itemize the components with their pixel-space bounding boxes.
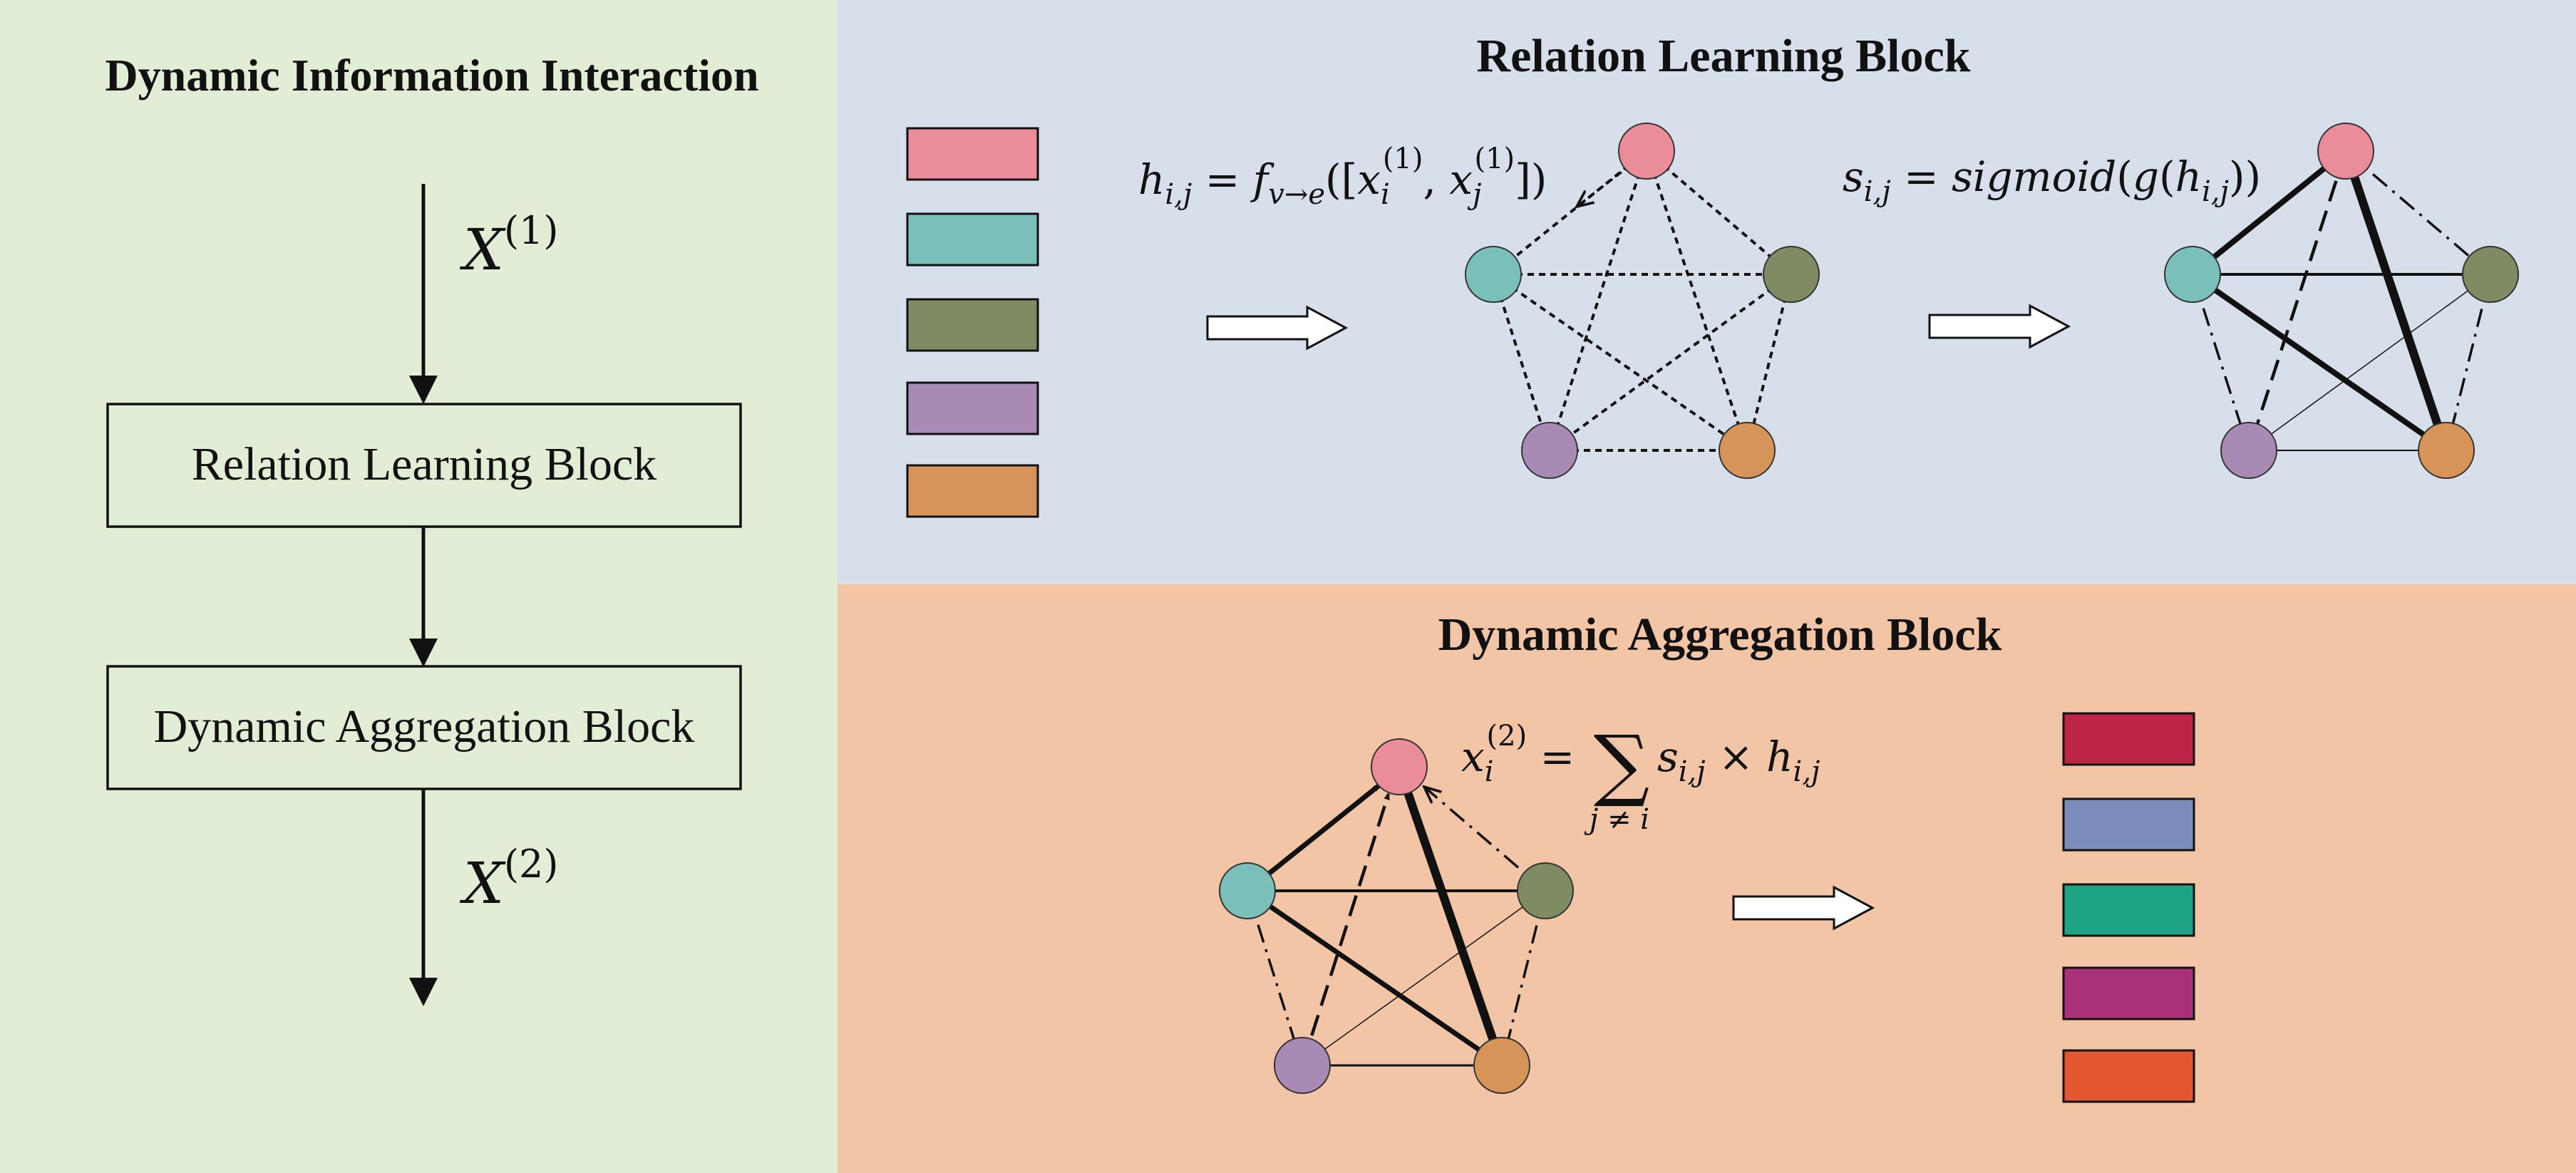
- w-edge-olive-purple: [2248, 274, 2491, 451]
- a-node-orange: [1473, 1037, 1530, 1094]
- w-edge-teal-orange: [2190, 272, 2448, 453]
- input-feature-olive: [906, 298, 1039, 352]
- input-label: X(1): [459, 208, 558, 283]
- w-node-olive: [2462, 246, 2519, 303]
- w-node-orange: [2418, 422, 2475, 479]
- dynamic-aggregation-panel: [838, 584, 2576, 1173]
- summation-sign: ∑: [1594, 718, 1650, 810]
- candidate-graph: [1465, 123, 1820, 479]
- node-olive: [1763, 246, 1820, 303]
- edge-pink-olive: [1645, 150, 1793, 276]
- node-purple: [1521, 422, 1578, 479]
- edge-feature-equation: hi,j = fv→e([xi(1), xj(1)]): [1138, 143, 1547, 211]
- a-edge-olive-purple: [1302, 890, 1546, 1066]
- a-node-olive: [1517, 862, 1574, 919]
- edge-pink-orange: [1645, 150, 1748, 451]
- a-edge-teal-purple: [1246, 890, 1304, 1066]
- a-edge-olive-orange: [1500, 890, 1547, 1066]
- edge-olive-purple: [1548, 273, 1793, 452]
- dynamic-aggregation-box-label: Dynamic Aggregation Block: [154, 701, 695, 753]
- svg-text:si,j × hi,j: si,j × hi,j: [1657, 733, 1820, 788]
- relation-learning-title: Relation Learning Block: [1476, 30, 1970, 82]
- input-feature-purple: [906, 381, 1039, 435]
- left-title: Dynamic Information Interaction: [105, 50, 758, 100]
- output-feature-blue: [2062, 797, 2195, 852]
- a-node-teal: [1219, 862, 1276, 919]
- hollow-arrow-1: [1206, 305, 1349, 351]
- weighted-graph: [2164, 123, 2519, 479]
- left-panel: [0, 0, 838, 1173]
- input-feature-teal: [906, 212, 1039, 267]
- a-node-pink: [1371, 738, 1428, 795]
- input-feature-pink: [906, 127, 1039, 181]
- w-edge-pink-olive: [2344, 150, 2492, 276]
- w-edge-olive-orange: [2445, 274, 2492, 451]
- output-label: X(2): [459, 842, 558, 916]
- w-edge-teal-purple: [2191, 274, 2250, 451]
- aggregation-equation: xi(2) = ∑ j ≠ i si,j × hi,j: [1461, 718, 1820, 836]
- hollow-arrow-2: [1928, 304, 2071, 349]
- output-feature-green: [2062, 883, 2195, 937]
- w-node-pink: [2317, 123, 2374, 180]
- output-feature-magenta: [2062, 966, 2195, 1020]
- node-orange: [1719, 422, 1776, 479]
- input-feature-orange: [906, 464, 1039, 518]
- aggregation-graph: [1219, 738, 1574, 1094]
- output-feature-crimson: [2062, 712, 2195, 766]
- a-edge-purple-pink: [1300, 793, 1391, 1066]
- summation-index: j ≠ i: [1584, 803, 1649, 836]
- relation-learning-box-label: Relation Learning Block: [192, 438, 657, 490]
- dynamic-aggregation-box: [106, 665, 742, 790]
- dynamic-aggregation-title: Dynamic Aggregation Block: [1438, 609, 2002, 661]
- w-edge-pink-purple: [2247, 150, 2348, 451]
- edge-olive-orange: [1746, 274, 1793, 451]
- relation-learning-box: [106, 403, 742, 528]
- output-feature-red: [2062, 1049, 2195, 1103]
- node-pink: [1618, 123, 1675, 180]
- edge-teal-purple: [1492, 274, 1551, 451]
- w-edge-pink-teal: [2190, 148, 2348, 277]
- w-edge-pink-orange: [2341, 150, 2451, 452]
- w-node-teal: [2164, 246, 2221, 303]
- node-teal: [1465, 246, 1522, 303]
- w-node-purple: [2220, 422, 2277, 479]
- a-node-purple: [1274, 1037, 1331, 1094]
- edge-teal-orange: [1492, 273, 1748, 452]
- a-edge-orange-pink: [1403, 791, 1506, 1067]
- relation-learning-panel: [838, 0, 2576, 584]
- edge-pink-teal: [1492, 150, 1648, 276]
- edge-weight-equation: si,j = sigmoid(g(hi,j)): [1843, 153, 2261, 208]
- a-edge-teal-orange: [1246, 889, 1503, 1068]
- hollow-arrow-3: [1732, 885, 1875, 931]
- svg-text:xi(2) =: xi(2) =: [1461, 720, 1575, 788]
